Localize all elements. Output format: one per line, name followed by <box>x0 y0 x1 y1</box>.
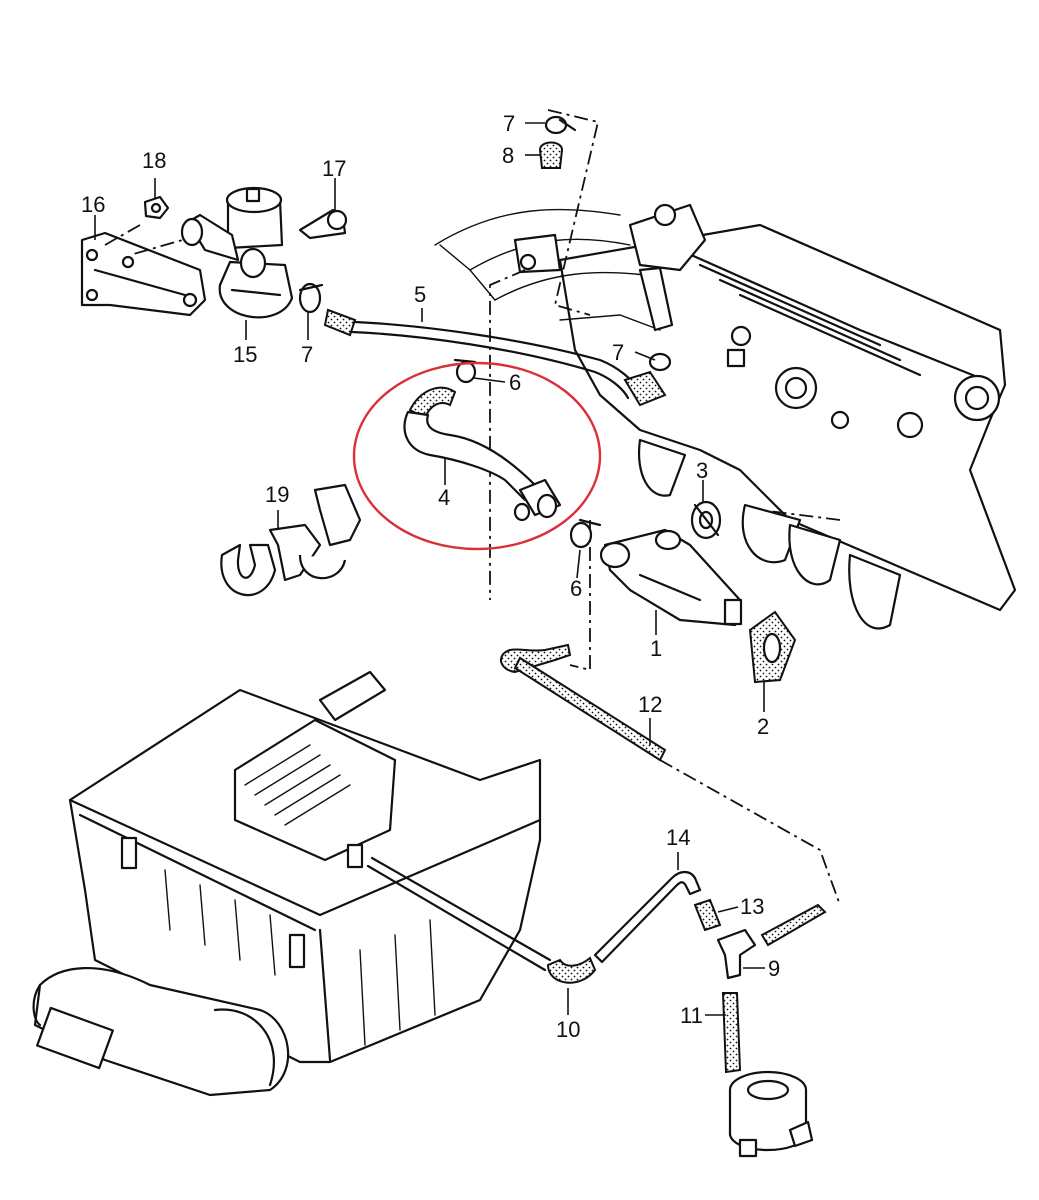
callout-6-top: 6 <box>509 370 521 395</box>
hose-14 <box>593 870 702 964</box>
highlight-circle-hose-4 <box>352 361 602 551</box>
callout-1: 1 <box>650 636 662 661</box>
callout-7-right: 7 <box>612 340 624 365</box>
clamp-7-top <box>544 115 577 135</box>
mount-2 <box>748 610 797 684</box>
clamp-6-bottom <box>569 518 602 549</box>
callout-12: 12 <box>638 692 662 717</box>
callout-13: 13 <box>740 894 764 919</box>
air-filter-housing <box>32 670 542 1097</box>
callout-19: 19 <box>265 482 289 507</box>
tee-9 <box>716 903 827 980</box>
callout-7-top: 7 <box>503 111 515 136</box>
callout-8: 8 <box>502 143 514 168</box>
callout-10: 10 <box>556 1017 580 1042</box>
cap-8 <box>538 141 564 169</box>
callout-2: 2 <box>757 714 769 739</box>
callout-6-bottom: 6 <box>570 576 582 601</box>
callout-3: 3 <box>696 458 708 483</box>
callout-9: 9 <box>768 956 780 981</box>
callout-7-left: 7 <box>301 342 313 367</box>
callout-11: 11 <box>680 1003 703 1028</box>
egr-valve-15 <box>180 186 294 319</box>
callout-leaders <box>94 122 765 1016</box>
callout-14: 14 <box>666 825 690 850</box>
hose-11 <box>721 992 742 1074</box>
bolt-17 <box>298 208 348 240</box>
sleeve-13 <box>693 898 722 932</box>
callout-17: 17 <box>322 156 346 181</box>
clamp-7-right <box>648 352 672 372</box>
clamp-6-top <box>453 358 477 384</box>
vacuum-canister <box>728 1070 814 1158</box>
callout-5: 5 <box>414 282 426 307</box>
callout-16: 16 <box>81 192 105 217</box>
intake-manifold <box>434 203 1017 630</box>
callout-18: 18 <box>142 148 166 173</box>
hose-5 <box>323 308 667 407</box>
hose-10 <box>366 856 597 984</box>
grommet-3 <box>690 500 722 540</box>
hose-12 <box>500 643 667 762</box>
pump-1 <box>599 528 743 627</box>
assembly-leader-lines <box>489 109 841 906</box>
callout-15: 15 <box>233 342 257 367</box>
hose-4 <box>403 386 562 522</box>
callout-4: 4 <box>438 485 450 510</box>
clip-19 <box>220 483 362 597</box>
nut-18 <box>143 195 170 220</box>
callout-labels: 7 8 18 17 16 15 7 5 7 6 4 3 19 6 1 2 12 … <box>81 111 780 1042</box>
clamp-7-left <box>298 282 324 314</box>
